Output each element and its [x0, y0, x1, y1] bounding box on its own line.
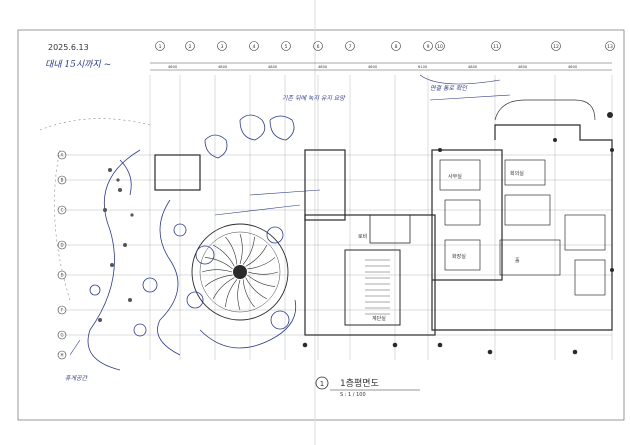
rosette-petal [212, 244, 235, 267]
rosette-petal [247, 274, 276, 287]
rosette-petal [204, 274, 233, 287]
rosette-petal [237, 279, 241, 311]
site-boundary-dashed [39, 118, 151, 301]
grid-bubble-top [281, 41, 291, 51]
grid-bubble-top [185, 41, 195, 51]
stair-core [344, 214, 411, 326]
structural-grid [60, 75, 613, 360]
rosette-petal [225, 236, 238, 265]
dimension-label: 4800 [168, 65, 178, 69]
dimension-label: 4800 [368, 65, 378, 69]
rosette-petal [245, 277, 268, 300]
grid-bubble-top [435, 41, 445, 51]
grid-bubble-top-label: 5 [285, 44, 288, 50]
dimension-label: 4800 [218, 65, 228, 69]
annotation-left: 휴게공간 [65, 375, 89, 382]
dimension-label: 6100 [418, 65, 428, 69]
tree-dots [98, 168, 134, 322]
handwritten-header-note: 대내 15시까지 ~ [45, 59, 111, 70]
room-label-office-2: 회의실 [510, 170, 524, 177]
right-wing-rooms [439, 99, 606, 296]
rosette-petal [225, 279, 238, 308]
scribble-lines [69, 74, 511, 356]
rosette-petal [245, 244, 268, 267]
rosette-petal [242, 236, 255, 265]
rosette-petal [247, 257, 276, 270]
landscape-sketch [87, 114, 297, 371]
drawing-title: 1층평면도 [340, 378, 379, 389]
dimension-label: 4800 [318, 65, 328, 69]
grid-bubble-top [155, 41, 165, 51]
annotation-top: 기존 뒤에 녹지 유지 요망 [282, 95, 346, 102]
dimension-label: 4800 [518, 65, 528, 69]
grid-bubble-top-label: 1 [159, 44, 162, 50]
date-stamp: 2025.6.13 [48, 43, 89, 52]
column-markers [302, 112, 614, 355]
title-number-bubble [315, 376, 329, 390]
dimension-label: 4800 [568, 65, 578, 69]
room-label-stair: 계단실 [372, 315, 386, 322]
dimension-label: 4800 [468, 65, 478, 69]
grid-bubble-top-label: 13 [607, 44, 613, 50]
annotation-right: 연결 통로 확인 [430, 85, 467, 92]
dimension-labels: 4800 4800 4800 4800 4800 6100 4800 4800 4800 [168, 65, 578, 69]
rosette-petal [247, 271, 279, 275]
grid-bubble-left-label: H [60, 353, 63, 358]
room-label-office-1: 사무실 [448, 173, 462, 180]
rosette-petal [204, 257, 233, 270]
grid-bubble-top-label: 3 [221, 44, 224, 50]
grid-bubble-top [551, 41, 561, 51]
title-number: 1 [320, 380, 324, 388]
grid-bubble-top-label: 12 [553, 44, 559, 50]
grid-bubble-top [345, 41, 355, 51]
grid-bubble-top-label: 7 [349, 44, 352, 50]
grid-bubble-top [491, 41, 501, 51]
grid-bubble-top [605, 41, 615, 51]
title-block: 1 1층평면도 S : 1 / 100 [315, 376, 420, 398]
garden-rosette [191, 223, 289, 321]
grid-bubble-top [217, 41, 227, 51]
grid-bubble-top [313, 41, 323, 51]
grid-bubble-left [57, 350, 67, 360]
grid-bubble-top-label: 6 [317, 44, 320, 50]
drawing-scale: S : 1 / 100 [340, 392, 366, 398]
grid-bubble-top-label: 10 [437, 44, 443, 50]
grid-bubble-top-label: 9 [427, 44, 430, 50]
grid-bubble-top-label: 8 [395, 44, 398, 50]
rosette-petal [212, 277, 235, 300]
room-label-wc: 화장실 [452, 253, 466, 260]
rosette-petal [201, 269, 233, 273]
rosette-petal [242, 279, 255, 308]
grid-bubble-top-label: 4 [253, 44, 256, 50]
drawing-border [17, 29, 625, 421]
grid-bubble-top [391, 41, 401, 51]
grid-bubble-top [423, 41, 433, 51]
dimension-label: 4800 [268, 65, 278, 69]
grid-bubble-top-label: 11 [493, 44, 499, 50]
rosette-petal [239, 233, 243, 265]
grid-bubble-top-label: 2 [189, 44, 192, 50]
grid-bubble-top [249, 41, 259, 51]
room-label-hall: 홀 [515, 257, 520, 264]
room-label-lobby: 로비 [358, 233, 367, 240]
